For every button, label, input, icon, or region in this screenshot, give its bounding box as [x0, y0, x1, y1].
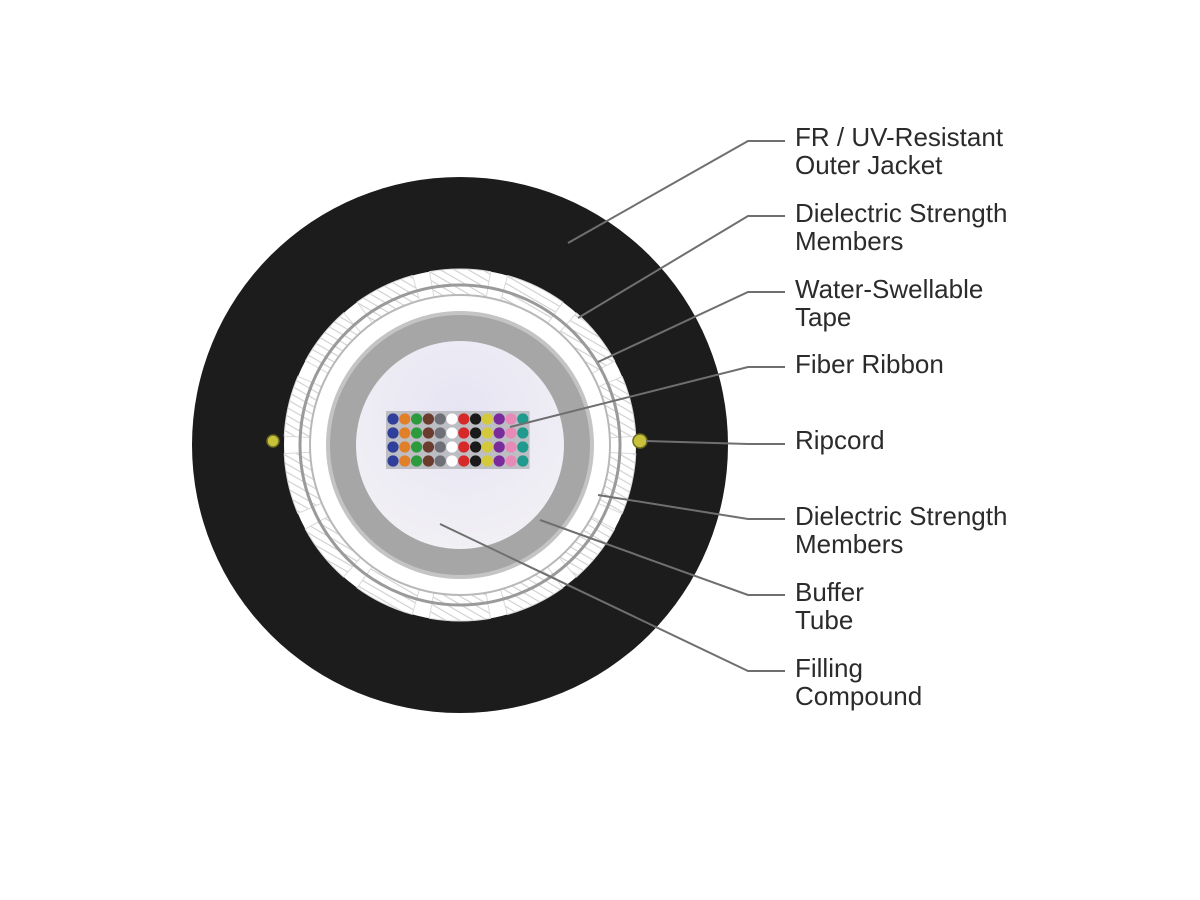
leader-buffer-tube [539, 519, 785, 596]
optical-fiber [422, 413, 434, 425]
optical-fiber [387, 427, 399, 439]
optical-fiber [434, 413, 446, 425]
optical-fiber [493, 413, 505, 425]
optical-fiber [470, 427, 482, 439]
leader-ripcord [645, 440, 785, 445]
label-buffer-tube: Buffer Tube [795, 578, 864, 634]
optical-fiber [446, 413, 458, 425]
optical-fiber [411, 427, 423, 439]
optical-fiber [434, 427, 446, 439]
optical-fiber [481, 427, 493, 439]
optical-fiber [505, 441, 517, 453]
label-buffer-tube-line2: Tube [795, 605, 854, 635]
water-swellable-tape [298, 283, 622, 607]
leader-lines [439, 140, 785, 672]
optical-fiber [481, 413, 493, 425]
optical-fiber [446, 427, 458, 439]
label-water-swellable-tape: Water-Swellable Tape [795, 275, 983, 331]
label-fiber-ribbon-line1: Fiber Ribbon [795, 349, 944, 379]
label-outer-jacket: FR / UV-Resistant Outer Jacket [795, 123, 1003, 179]
optical-fiber [399, 455, 411, 467]
optical-fiber [458, 455, 470, 467]
optical-fiber [411, 441, 423, 453]
optical-fiber [505, 427, 517, 439]
optical-fiber [411, 455, 423, 467]
optical-fiber [434, 455, 446, 467]
label-strength-members-inner: Dielectric Strength Members [795, 502, 1007, 558]
label-buffer-tube-line1: Buffer [795, 577, 864, 607]
optical-fiber [493, 427, 505, 439]
optical-fiber [458, 427, 470, 439]
optical-fiber [505, 413, 517, 425]
optical-fiber [517, 413, 529, 425]
label-strength-members-outer: Dielectric Strength Members [795, 199, 1007, 255]
label-fiber-ribbon: Fiber Ribbon [795, 350, 944, 378]
leader-water-swellable-tape [597, 291, 785, 363]
leader-fiber-ribbon [509, 366, 785, 428]
optical-fiber [517, 427, 529, 439]
label-filling-compound-line2: Compound [795, 681, 923, 711]
optical-fiber [481, 455, 493, 467]
buffer-tube-highlight [326, 311, 594, 579]
optical-fiber [470, 455, 482, 467]
optical-fiber [481, 441, 493, 453]
fiber-ribbon-stack [386, 411, 530, 469]
label-water-swellable-tape-line1: Water-Swellable [795, 274, 984, 304]
optical-fiber [517, 441, 529, 453]
optical-fiber [446, 441, 458, 453]
optical-fiber [458, 413, 470, 425]
optical-fiber [399, 441, 411, 453]
optical-fiber [387, 413, 399, 425]
optical-fiber [470, 413, 482, 425]
ripcord-left [266, 434, 280, 448]
label-water-swellable-tape-line2: Tape [795, 302, 852, 332]
optical-fiber [411, 413, 423, 425]
optical-fiber [399, 427, 411, 439]
strength-member-segment [428, 268, 492, 298]
optical-fiber [399, 413, 411, 425]
ripcord-right [632, 433, 648, 449]
label-strength-members-outer-line1: Dielectric Strength [795, 198, 1008, 228]
optical-fiber [505, 455, 517, 467]
optical-fiber [422, 441, 434, 453]
label-filling-compound: Filling Compound [795, 654, 922, 710]
optical-fiber [446, 455, 458, 467]
optical-fiber [422, 455, 434, 467]
label-ripcord-line1: Ripcord [795, 425, 885, 455]
label-strength-members-inner-line1: Dielectric Strength [795, 501, 1008, 531]
leader-outer-jacket [567, 140, 785, 244]
optical-fiber [458, 441, 470, 453]
optical-fiber [387, 441, 399, 453]
label-outer-jacket-line2: Outer Jacket [795, 150, 943, 180]
leader-strength-members-outer [577, 215, 785, 319]
strength-member-segment [428, 592, 492, 622]
label-ripcord: Ripcord [795, 426, 885, 454]
optical-fiber [493, 441, 505, 453]
label-strength-members-outer-line2: Members [795, 226, 904, 256]
optical-fiber [434, 441, 446, 453]
optical-fiber [470, 441, 482, 453]
leader-filling-compound [439, 523, 785, 672]
optical-fiber [422, 427, 434, 439]
label-filling-compound-line1: Filling [795, 653, 863, 683]
leader-strength-members-inner [597, 494, 785, 520]
optical-fiber [493, 455, 505, 467]
optical-fiber [387, 455, 399, 467]
label-strength-members-inner-line2: Members [795, 529, 904, 559]
optical-fiber [517, 455, 529, 467]
label-outer-jacket-line1: FR / UV-Resistant [795, 122, 1004, 152]
